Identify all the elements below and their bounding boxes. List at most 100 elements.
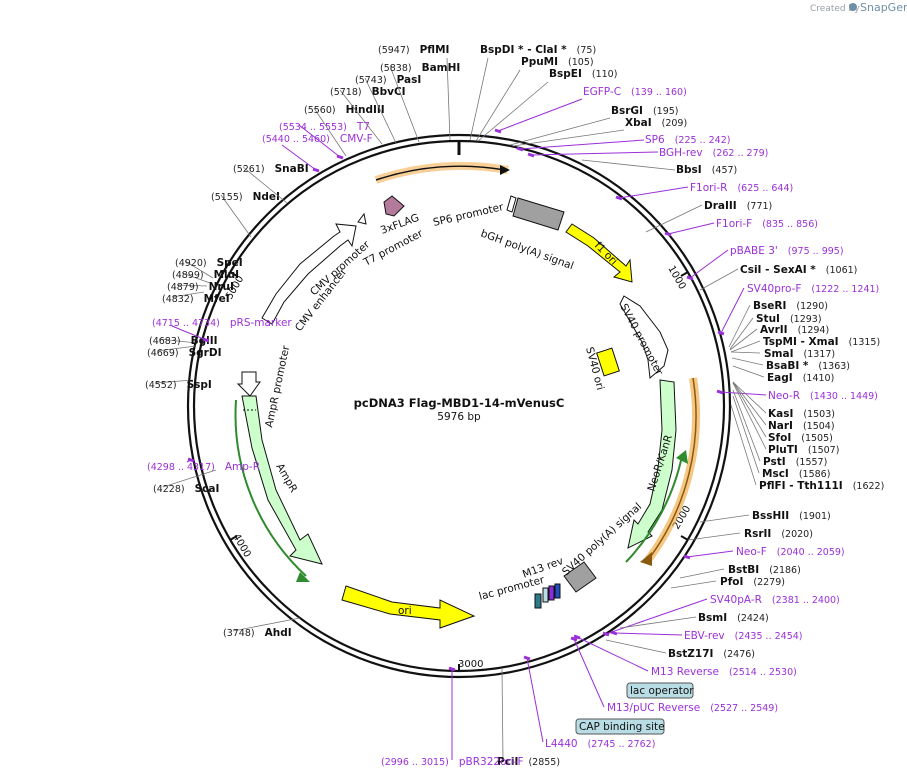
snapgene-logo-icon [849,3,857,11]
feature-cmv-promoter: CMV promoter [308,238,373,298]
primer-label: SV40pA-R (2381 .. 2400) [710,594,840,606]
leader-line [181,272,211,284]
primer-site-mark [664,231,672,237]
primer-label: Neo-F (2040 .. 2059) [736,546,845,558]
site-name: Amp-R [225,461,260,473]
primer-label: EGFP-C(139 .. 160) [583,86,687,98]
sp6-promoter-shape [506,195,517,213]
enzyme-label: (5261)SnaBI [233,163,309,175]
plasmid-title: pcDNA3 Flag-MBD1-14-mVenusC [354,396,565,410]
leader-line [162,469,217,488]
primer-site-mark [187,457,195,463]
site-name: NruI [209,281,234,293]
f1-ori-shape [565,223,633,283]
site-name: SgrDI [189,347,222,359]
leader-line [730,351,761,354]
m13-rev-shape [548,585,555,601]
site-name: SmaI [764,348,794,360]
site-position: (195) [653,106,679,117]
site-name: T7 [356,121,370,133]
site-position: (1061) [826,265,858,276]
site-position: (2381 .. 2400) [772,595,840,606]
site-name: ScaI [195,483,220,495]
site-name: AhdI [265,627,292,639]
site-position: (4920) [175,258,207,269]
site-name: PflMI [420,44,450,56]
site-name: F1ori-R [690,182,727,194]
backbone-outer [186,133,732,679]
enzyme-label: (4669)SgrDI [147,347,221,359]
sv40-ori-shape [596,347,620,377]
site-position: (4715 .. 4734) [152,318,220,329]
primer-site-mark [717,330,725,336]
leader-line [154,379,194,384]
site-position: (1290) [796,301,828,312]
site-position: (625 .. 644) [737,183,793,194]
site-position: (2745 .. 2762) [588,739,656,750]
enzyme-label: MscI(1586) [762,468,830,480]
site-name: pBABE 3' [730,245,778,257]
site-position: (4832) [162,294,194,305]
enzyme-label: NarI (1504) [768,420,835,432]
site-position: (110) [592,69,618,80]
leader-line [512,129,625,147]
enzyme-label: BspDI * - ClaI *(75) [480,44,596,56]
site-name: Neo-F [736,546,767,558]
feature-bgh-polya: bGH poly(A) signal [479,228,575,273]
site-position: (1504) [803,421,835,432]
site-position: (2040 .. 2059) [777,547,845,558]
site-name: SV40pA-R [710,594,762,606]
site-name: SP6 [645,134,665,146]
primer-label: SV40pro-F(1222 .. 1241) [747,283,879,295]
site-name: StuI [756,313,780,325]
enzyme-label: BbsI(457) [676,164,737,176]
site-name: NarI [768,420,793,432]
site-position: (2279) [753,577,785,588]
primer-label: BGH-rev(262 .. 279) [659,147,768,159]
site-name: CMV-F [340,133,373,145]
lac-promoter-shape [534,593,542,609]
site-position: (1317) [804,349,836,360]
site-position: (1622) [853,481,885,492]
site-name: Neo-R [768,390,800,402]
site-position: (835 .. 856) [762,219,818,230]
leader-line [477,81,549,142]
enzyme-label: CsiI - SexAI *(1061) [740,264,857,276]
leader-line [339,89,383,145]
leader-line [509,117,611,146]
enzyme-label: BsaBI * (1363) [766,360,850,372]
site-name: PstI [763,456,786,468]
leader-line [729,317,754,350]
site-position: (5155) [211,192,243,203]
site-name: PflFI - Tth111I [759,480,843,492]
lac-operator-box [626,682,694,699]
enzyme-label: SmaI (1317) [764,348,835,360]
site-name: PluTI [768,444,798,456]
site-position: (5261) [233,164,265,175]
cmv-promoter-shape [357,212,367,225]
site-position: (5440 .. 5460) [262,134,330,145]
leader-line [732,365,765,378]
site-position: (1557) [796,457,828,468]
cmv-enhancer-shape [261,223,357,325]
site-position: (75) [577,45,597,56]
leader-line [526,657,544,743]
site-name: BsaBI * [766,360,809,372]
cap-site-box [575,718,665,735]
enzyme-label: RsrII(2020) [744,528,813,540]
leader-line [619,616,697,629]
primer-label: (4715 .. 4734)pRS-marker [152,317,292,329]
site-position: (2435 .. 2454) [735,631,803,642]
site-position: (2186) [769,565,801,576]
enzyme-label: PpuMI(105) [521,56,594,68]
leader-line [605,598,708,635]
site-position: (1505) [801,433,833,444]
site-name: BspEI [549,68,582,80]
site-position: (457) [712,165,738,176]
primer-label: (2996 .. 3015)pBR322ori-F [381,756,524,768]
site-position: (5838) [380,63,412,74]
site-position: (1363) [818,361,850,372]
site-name: BsmI [698,612,727,624]
site-position: (1901) [799,511,831,522]
